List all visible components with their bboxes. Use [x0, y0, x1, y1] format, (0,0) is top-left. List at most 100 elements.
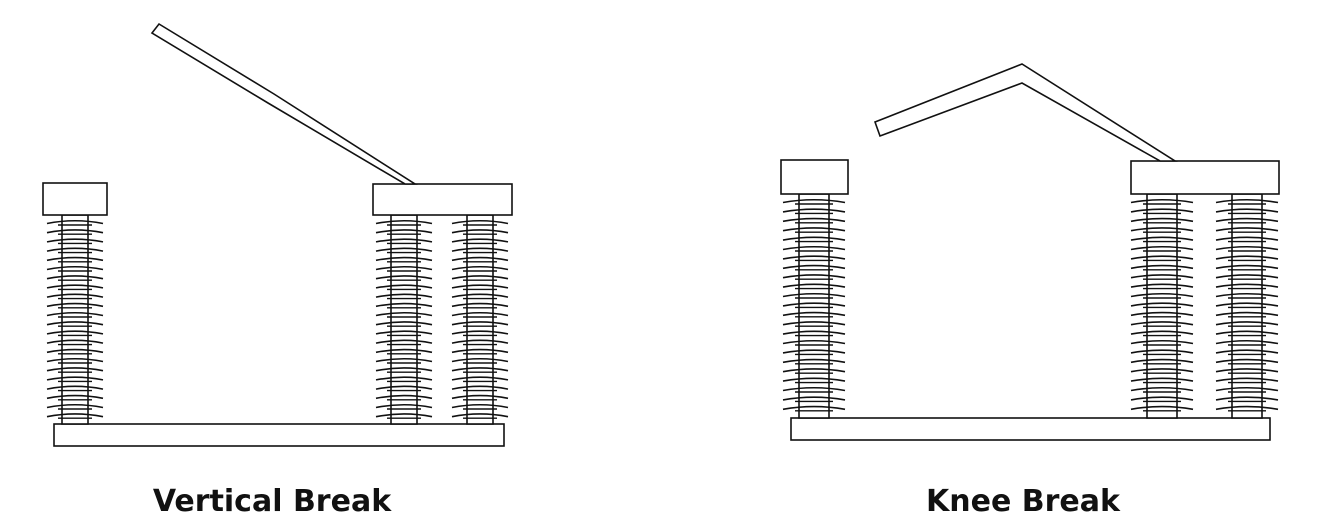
insulator-core: [390, 214, 418, 425]
insulator-shed: [375, 357, 433, 363]
insulator-shed: [782, 368, 846, 373]
insulator-shed: [1130, 217, 1194, 223]
knee-break-base: [790, 417, 1271, 441]
insulator-shed: [1215, 217, 1279, 223]
insulator-shed: [375, 256, 433, 262]
insulator-core: [466, 214, 494, 425]
knee-break-left-cap: [780, 159, 849, 195]
vertical-break-base: [53, 423, 505, 447]
insulator-shed: [1130, 349, 1194, 354]
insulator-shed: [1130, 330, 1194, 335]
insulator-shed: [451, 229, 509, 234]
insulator-shed: [46, 367, 104, 372]
insulator-shed: [1215, 349, 1279, 354]
insulator-shed: [1215, 208, 1279, 213]
insulator-shed: [451, 357, 509, 363]
insulator-shed: [375, 385, 433, 390]
insulator-shed: [451, 311, 509, 317]
insulator-shed: [375, 367, 433, 372]
insulator-shed: [1130, 255, 1194, 260]
insulator-shed: [1215, 274, 1279, 279]
insulator-shed: [1215, 368, 1279, 373]
insulator-shed: [375, 293, 433, 298]
knee-break-diagram: [780, 63, 1280, 441]
insulator-shed: [451, 293, 509, 298]
insulator-shed: [1215, 245, 1279, 251]
insulator-shed: [1215, 264, 1279, 270]
insulator-shed: [46, 357, 104, 363]
insulator-shed: [782, 245, 846, 251]
insulator-shed: [46, 247, 104, 252]
insulator-shed: [46, 339, 104, 344]
insulator-shed: [46, 293, 104, 298]
insulator-shed: [1130, 283, 1194, 288]
insulator-shed: [1130, 368, 1194, 373]
insulator-shed: [451, 302, 509, 308]
insulator-shed: [1215, 227, 1279, 232]
insulator-core: [798, 193, 830, 419]
insulator-shed: [782, 208, 846, 213]
insulator-shed: [782, 339, 846, 345]
insulator-shed: [451, 321, 509, 326]
knee-break-blade: [873, 63, 1178, 162]
insulator-shed: [782, 236, 846, 241]
knee-break-insulator-middle: [1130, 193, 1194, 419]
insulator-shed: [1215, 255, 1279, 260]
insulator-shed: [46, 275, 104, 280]
knee-break-insulator-right: [1215, 193, 1279, 419]
vertical-break-insulator-middle: [375, 214, 433, 425]
insulator-shed: [1130, 405, 1194, 411]
insulator-shed: [375, 376, 433, 381]
insulator-shed: [451, 376, 509, 381]
insulator-shed: [46, 413, 104, 418]
insulator-shed: [46, 385, 104, 390]
insulator-shed: [46, 376, 104, 381]
insulator-shed: [46, 311, 104, 317]
knee-break-right-cap: [1130, 160, 1280, 195]
insulator-shed: [46, 348, 104, 354]
insulator-shed: [46, 265, 104, 271]
insulator-shed: [782, 274, 846, 279]
insulator-shed: [375, 219, 433, 225]
insulator-shed: [1130, 396, 1194, 401]
insulator-shed: [375, 311, 433, 317]
insulator-shed: [46, 330, 104, 335]
insulator-shed: [782, 198, 846, 204]
insulator-core: [61, 214, 89, 425]
insulator-shed: [782, 405, 846, 411]
insulator-shed: [1215, 377, 1279, 382]
knee-break-caption: Knee Break: [926, 484, 1120, 519]
insulator-shed: [1130, 358, 1194, 364]
insulator-shed: [782, 217, 846, 223]
insulator-shed: [375, 403, 433, 409]
insulator-shed: [782, 227, 846, 232]
insulator-shed: [375, 394, 433, 400]
insulator-shed: [46, 321, 104, 326]
insulator-shed: [375, 339, 433, 344]
insulator-shed: [375, 229, 433, 234]
insulator-shed: [46, 284, 104, 289]
insulator-shed: [375, 275, 433, 280]
insulator-shed: [451, 367, 509, 372]
insulator-shed: [375, 265, 433, 271]
insulator-shed: [1130, 302, 1194, 307]
insulator-shed: [451, 275, 509, 280]
insulator-shed: [46, 302, 104, 308]
insulator-shed: [451, 339, 509, 344]
insulator-shed: [1215, 386, 1279, 392]
insulator-shed: [1215, 405, 1279, 411]
insulator-shed: [1130, 264, 1194, 270]
insulator-shed: [782, 302, 846, 307]
vertical-break-caption: Vertical Break: [152, 484, 392, 519]
insulator-core: [1231, 193, 1263, 419]
insulator-shed: [451, 413, 509, 418]
insulator-shed: [375, 413, 433, 418]
insulator-shed: [451, 247, 509, 252]
insulator-shed: [375, 284, 433, 289]
vertical-break-left-cap: [42, 182, 108, 216]
insulator-shed: [1130, 339, 1194, 345]
insulator-shed: [1215, 321, 1279, 326]
insulator-shed: [375, 238, 433, 243]
insulator-shed: [1215, 330, 1279, 335]
